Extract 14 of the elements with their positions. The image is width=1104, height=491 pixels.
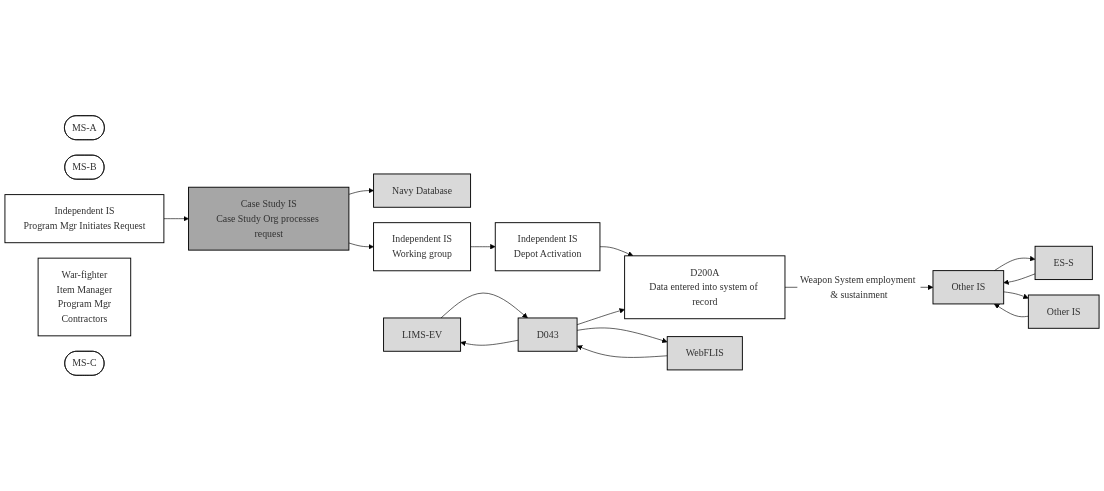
node-box: War-fighter Item Manager Program Mgr Contractors — [37, 257, 132, 337]
node-box: Other IS — [1027, 294, 1100, 329]
node-box: Independent IS Program Mgr Initiates Request — [4, 194, 165, 244]
edge-label: Weapon System employment & sustainment — [800, 274, 916, 300]
node-box: WebFLIS — [666, 336, 743, 371]
node-box: Other IS — [932, 270, 1005, 305]
node-box: Case Study IS Case Study Org processes request — [188, 186, 350, 251]
node-box: D200A Data entered into system of record — [624, 255, 786, 320]
node-box: Independent IS Working group — [373, 222, 472, 272]
node-box: ES-S — [1034, 245, 1093, 281]
node-box: LIMS-EV — [383, 317, 462, 352]
node-box: D043 — [517, 317, 578, 352]
node-box: Independent IS Depot Activation — [494, 222, 601, 272]
node-box: Navy Database — [373, 173, 472, 208]
